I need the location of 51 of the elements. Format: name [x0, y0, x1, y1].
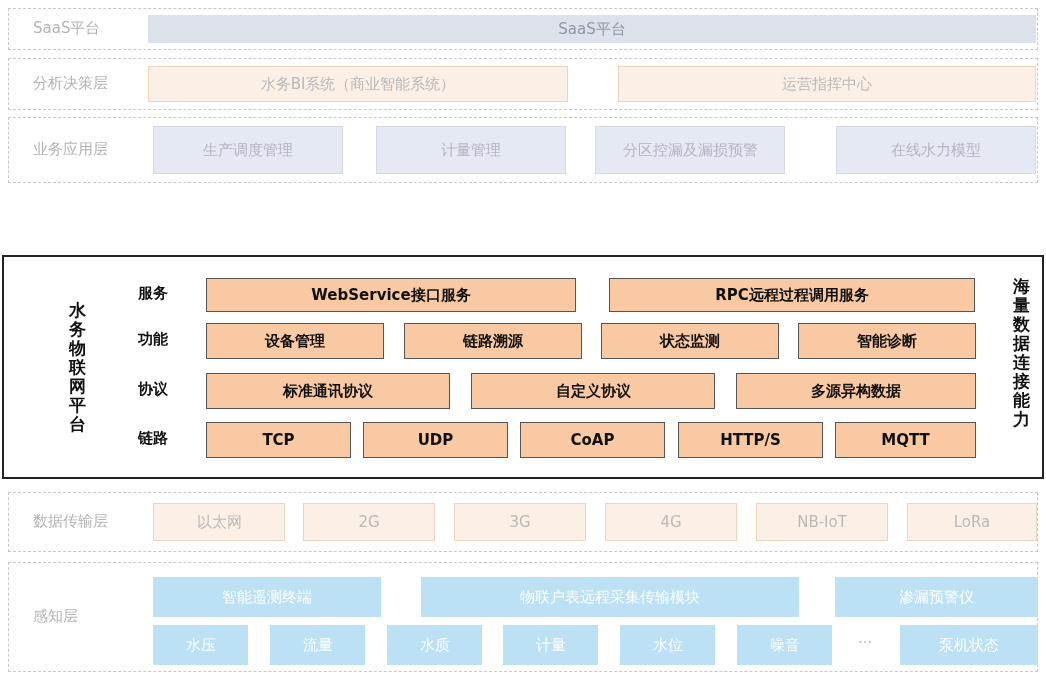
device-box: 渗漏预警仪 [835, 577, 1038, 617]
device-box: 水位 [620, 625, 715, 665]
module-box: RPC远程过程调用服务 [609, 278, 975, 312]
module-box: 标准通讯协议 [206, 373, 450, 409]
layer-title: SaaS平台 [33, 19, 101, 38]
row-label: 服务 [138, 284, 168, 303]
row-label: 协议 [138, 380, 168, 399]
device-box: 泵机状态 [900, 625, 1038, 665]
module-box: 设备管理 [206, 323, 384, 359]
network-box: LoRa [907, 503, 1037, 541]
module-box: TCP [206, 422, 351, 458]
capability-title: 海量数据连接能力 [1012, 277, 1030, 429]
device-box: 计量 [503, 625, 598, 665]
layer-band [8, 562, 1038, 672]
device-box: 水质 [387, 625, 482, 665]
platform-box: SaaS平台 [148, 15, 1036, 43]
module-box: 状态监测 [601, 323, 779, 359]
layer-title: 感知层 [33, 607, 78, 626]
module-box: 链路溯源 [404, 323, 582, 359]
layer-title: 分析决策层 [33, 74, 108, 93]
platform-title: 水务物联网平台 [68, 301, 86, 434]
layer-band [8, 117, 1038, 183]
module-box: 多源异构数据 [736, 373, 976, 409]
module-box: 智能诊断 [798, 323, 976, 359]
device-box: 智能遥测终端 [153, 577, 381, 617]
ellipsis: ··· [858, 634, 873, 652]
system-box: 水务BI系统（商业智能系统） [148, 66, 568, 102]
device-box: 物联户表远程采集传输模块 [421, 577, 799, 617]
layer-band [8, 8, 1038, 50]
row-label: 链路 [138, 429, 168, 448]
module-box: CoAP [520, 422, 665, 458]
device-box: 流量 [270, 625, 365, 665]
layer-band [8, 58, 1038, 110]
layer-title: 数据传输层 [33, 512, 108, 531]
row-label: 功能 [138, 330, 168, 349]
layer-band [8, 492, 1038, 552]
system-box: 运营指挥中心 [618, 66, 1036, 102]
module-box: 自定义协议 [471, 373, 715, 409]
device-box: 噪音 [737, 625, 832, 665]
platform-panel [2, 255, 1044, 479]
network-box: 以太网 [153, 503, 285, 541]
device-box: 水压 [153, 625, 248, 665]
layer-title: 业务应用层 [33, 140, 108, 159]
network-box: 4G [605, 503, 737, 541]
network-box: 3G [454, 503, 586, 541]
module-box: UDP [363, 422, 508, 458]
network-box: NB-IoT [756, 503, 888, 541]
module-box: WebService接口服务 [206, 278, 576, 312]
network-box: 2G [303, 503, 435, 541]
module-box: HTTP/S [678, 422, 823, 458]
module-box: MQTT [835, 422, 976, 458]
